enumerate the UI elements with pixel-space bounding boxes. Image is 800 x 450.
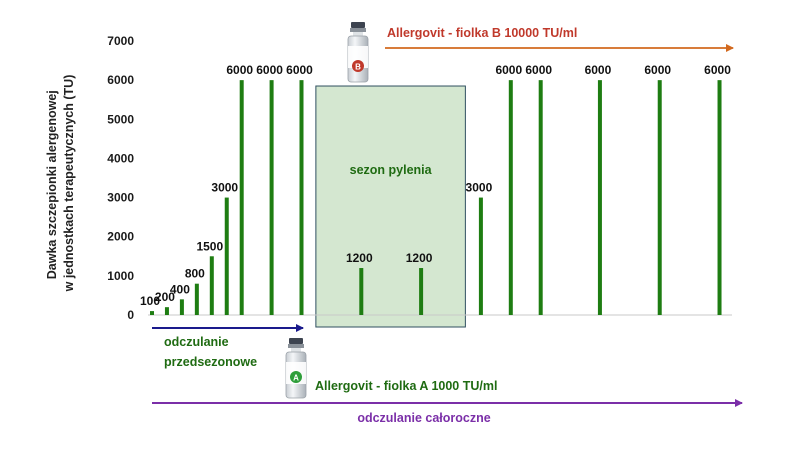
bar: [164, 307, 169, 315]
pollen-season-label: sezon pylenia: [350, 163, 433, 177]
y-axis-title-line-2: w jednostkach terapeutycznych (TU): [62, 75, 76, 293]
year-round-label: odczulanie całoroczne: [357, 411, 490, 425]
preseason-label: odczulanie przedsezonowe: [164, 335, 257, 369]
bar: [299, 80, 304, 316]
y-axis-title-line-1: Dawka szczepionki alergenowej: [45, 90, 59, 279]
pollen-season-box: [315, 85, 466, 328]
y-axis-title: Dawka szczepionki alergenowej w jednostk…: [45, 75, 76, 293]
bar-value-label: 6000: [495, 63, 522, 77]
bar: [508, 80, 513, 316]
y-tick-label: 5000: [107, 112, 134, 126]
y-tick-label: 2000: [107, 230, 134, 244]
y-tick-label: 7000: [107, 34, 134, 48]
preseason-label-line-2: przedsezonowe: [164, 355, 257, 369]
bar: [597, 80, 602, 316]
bar-value-label: 1200: [346, 251, 373, 265]
bar: [478, 197, 483, 315]
bar: [717, 80, 722, 316]
bar: [194, 283, 199, 315]
bar-value-label: 6000: [525, 63, 552, 77]
y-tick-label: 6000: [107, 73, 134, 87]
bar-value-label: 6000: [585, 63, 612, 77]
bar: [209, 256, 214, 315]
vial-a-letter: A: [293, 374, 299, 383]
bar-value-label: 1200: [406, 251, 433, 265]
y-tick-label: 1000: [107, 269, 134, 283]
bar-value-label: 1500: [196, 239, 223, 253]
bars-group: [150, 80, 722, 316]
vial-b-badge: [352, 60, 364, 72]
bar: [150, 311, 154, 315]
vial-b-letter: B: [355, 63, 361, 72]
bar-value-label: 3000: [466, 181, 493, 195]
y-tick-label: 0: [127, 308, 134, 322]
vial-b-label: Allergovit - fiolka B 10000 TU/ml: [387, 26, 577, 40]
bar: [359, 268, 364, 315]
bar-value-label: 100: [140, 294, 160, 308]
bar: [239, 80, 244, 316]
bar: [224, 197, 229, 315]
bar-value-label: 6000: [286, 63, 313, 77]
bar-value-label: 3000: [211, 181, 238, 195]
vial-a-icon: A: [285, 338, 307, 399]
bar-value-label: 6000: [644, 63, 671, 77]
bar-value-label: 6000: [226, 63, 253, 77]
bar-value-label: 200: [155, 290, 175, 304]
bar: [538, 80, 543, 316]
y-tick-label: 4000: [107, 151, 134, 165]
vial-a-label: Allergovit - fiolka A 1000 TU/ml: [315, 379, 497, 393]
bar-value-label: 400: [170, 282, 190, 296]
bar: [269, 80, 274, 316]
bar-value-label: 6000: [256, 63, 283, 77]
bar: [657, 80, 662, 316]
bar: [419, 268, 424, 315]
bar-value-label: 6000: [704, 63, 731, 77]
vial-a-badge: [290, 371, 302, 383]
bar: [179, 299, 184, 315]
vial-b-icon: B: [347, 22, 369, 83]
bar-value-label: 800: [185, 267, 205, 281]
y-tick-label: 3000: [107, 191, 134, 205]
preseason-label-line-1: odczulanie: [164, 335, 229, 349]
y-axis-ticks: 0 1000 2000 3000 4000 5000 6000 7000: [107, 34, 134, 322]
